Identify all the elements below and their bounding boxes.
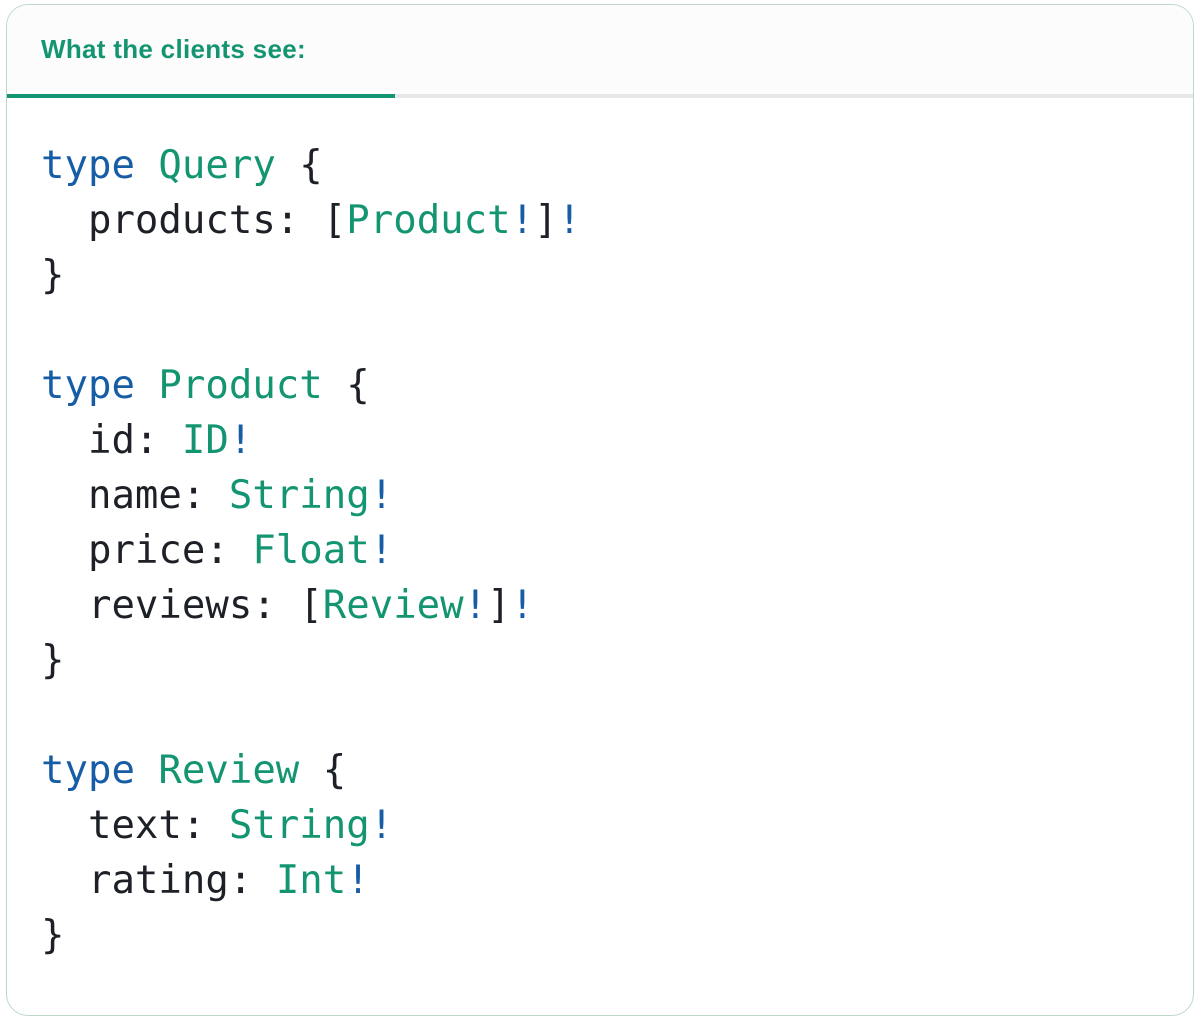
code-token-plain: } [41,253,65,298]
code-token-plain: price: [41,528,253,573]
code-block: type Review { text: String! rating: Int!… [41,743,1173,963]
graphql-schema-code-panel: type Query { products: [Product!]!}type … [7,98,1193,963]
code-token-typename: Product [346,198,511,243]
code-line: } [41,908,1173,963]
code-token-plain: ] [487,583,511,628]
code-line: text: String! [41,798,1173,853]
code-token-plain [135,143,158,188]
code-token-typename: Review [158,748,300,793]
code-token-keyword: type [41,748,135,793]
code-token-keyword: ! [228,418,253,463]
code-line: name: String! [41,468,1173,523]
code-token-typename: Float [252,528,370,573]
code-token-keyword: ! [369,528,394,573]
code-token-plain: rating: [41,858,276,903]
code-token-keyword: ! [557,198,582,243]
code-token-keyword: ! [369,473,394,518]
code-block: type Product { id: ID! name: String! pri… [41,358,1173,688]
schema-code-card: What the clients see: type Query { produ… [6,4,1194,1016]
code-token-plain [135,363,158,408]
code-token-keyword: ! [510,583,535,628]
code-token-plain: name: [41,473,229,518]
code-token-keyword: ! [510,198,535,243]
code-token-plain: ] [534,198,558,243]
code-token-plain: } [41,638,65,683]
code-line: type Review { [41,743,1173,798]
code-token-keyword: ! [369,803,394,848]
code-token-plain: text: [41,803,229,848]
code-line: type Product { [41,358,1173,413]
code-token-plain: { [322,363,370,408]
code-line: } [41,248,1173,303]
code-block: type Query { products: [Product!]!} [41,138,1173,303]
code-token-keyword: type [41,363,135,408]
code-token-plain: products: [ [41,198,347,243]
code-token-plain: } [41,913,65,958]
code-line: reviews: [Review!]! [41,578,1173,633]
tab-what-the-clients-see[interactable]: What the clients see: [7,5,395,98]
code-token-plain: reviews: [ [41,583,323,628]
code-token-typename: Int [275,858,347,903]
code-line: price: Float! [41,523,1173,578]
code-token-keyword: ! [346,858,370,903]
code-line: products: [Product!]! [41,193,1173,248]
code-token-typename: String [228,803,370,848]
code-line: id: ID! [41,413,1173,468]
code-token-typename: Product [158,363,323,408]
code-token-typename: ID [181,418,229,463]
code-line: rating: Int! [41,853,1173,908]
code-token-typename: Review [322,583,464,628]
code-token-keyword: ! [463,583,488,628]
code-token-typename: String [228,473,370,518]
tab-label: What the clients see: [41,34,306,64]
code-line: type Query { [41,138,1173,193]
code-token-keyword: type [41,143,135,188]
code-token-plain: { [299,748,347,793]
tab-bar: What the clients see: [7,5,1193,98]
code-token-plain: { [275,143,323,188]
code-line: } [41,633,1173,688]
code-token-typename: Query [158,143,276,188]
code-token-plain [135,748,158,793]
code-token-plain: id: [41,418,182,463]
